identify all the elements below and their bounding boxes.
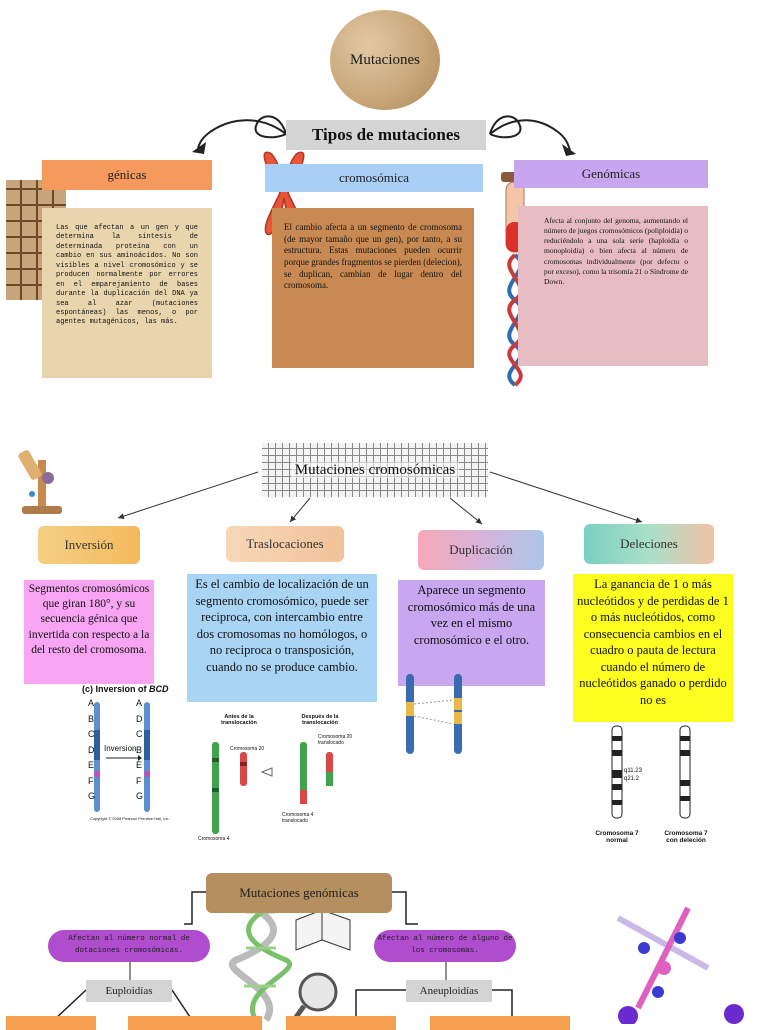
inversion-chromosomes bbox=[94, 702, 150, 812]
inversion-description: Segmentos cromosómicos que giran 180°, y… bbox=[24, 580, 154, 684]
types-banner: Tipos de mutaciones bbox=[286, 120, 486, 150]
duplicacion-tag: Duplicación bbox=[418, 530, 544, 570]
inversion-figure: (c) Inversion of BCD A B C D E F G A D C… bbox=[82, 684, 182, 824]
genomic-connectors bbox=[53, 891, 513, 1021]
cromosomica-label: cromosómica bbox=[265, 164, 483, 192]
translocation-before-label: Antes de la translocación bbox=[221, 714, 257, 726]
aneuploidy-description-pill: Afectan al número de alguno de los cromo… bbox=[374, 930, 516, 962]
genomicas-label: Genómicas bbox=[514, 160, 708, 188]
inversion-right-letters: A D C B E F G bbox=[136, 698, 144, 801]
duplication-figure bbox=[406, 674, 462, 754]
chromosomal-connectors bbox=[117, 471, 643, 525]
genicas-label: génicas bbox=[42, 160, 212, 190]
euploidias-tag: Euploidías bbox=[86, 980, 172, 1002]
deletion-normal-label: Cromosoma 7 normal bbox=[595, 830, 639, 844]
inversion-arrow-label: Inversion bbox=[104, 744, 137, 753]
cromosomica-description: El cambio afecta a un segmento de cromos… bbox=[272, 208, 474, 368]
microscope-icon bbox=[18, 450, 62, 514]
translocation-chr20-label: Cromosoma 20 bbox=[230, 746, 265, 752]
chromosomal-mutations-header: Mutaciones cromosómicas bbox=[262, 443, 488, 497]
translocation-chr4-translocated-label: Cromosoma 4 translocado bbox=[282, 812, 314, 824]
bottom-box-4 bbox=[430, 1016, 570, 1030]
deletion-band-2: q21.2 bbox=[624, 776, 640, 782]
deleciones-description: La ganancia de 1 o más nucleótidos y de … bbox=[573, 574, 733, 722]
inversion-copyright: Copyright © 2008 Pearson Prentice Hall, … bbox=[90, 816, 170, 821]
molecule-icon bbox=[616, 906, 744, 1024]
deletion-chromosomes bbox=[611, 725, 691, 819]
translocation-chr20-translocated-label: Cromosoma 20 translocado bbox=[318, 734, 353, 746]
genomicas-description: Afecta al conjunto del genoma, aumentand… bbox=[518, 206, 708, 366]
translocation-after-label: Después de la translocación bbox=[301, 714, 339, 726]
types-title: Tipos de mutaciones bbox=[312, 125, 460, 144]
traslocaciones-description: Es el cambio de localización de un segme… bbox=[187, 574, 377, 702]
bottom-box-2 bbox=[128, 1016, 262, 1030]
inversion-figure-caption: (c) Inversion of BCD bbox=[82, 684, 169, 694]
deletion-figure: q11.23 q21.2 Cromosoma 7 normal Cromosom… bbox=[590, 722, 720, 852]
bottom-box-3 bbox=[286, 1016, 396, 1030]
swirl-arrows bbox=[192, 115, 576, 156]
deletion-deleted-label: Cromosoma 7 con deleción bbox=[664, 830, 708, 844]
aneuploidias-tag: Aneuploidías bbox=[406, 980, 492, 1002]
deletion-band-1: q11.23 bbox=[624, 768, 642, 774]
inversion-left-letters: A B C D E F G bbox=[88, 698, 96, 801]
translocation-chr4-label: Cromosoma 4 bbox=[198, 836, 230, 842]
duplicacion-description: Aparece un segmento cromosómico más de u… bbox=[398, 580, 545, 686]
genomic-mutations-title: Mutaciones genómicas bbox=[239, 885, 359, 900]
book-magnifier-icon bbox=[291, 909, 351, 1022]
translocation-chromosomes bbox=[212, 742, 333, 834]
genomic-mutations-header: Mutaciones genómicas bbox=[206, 873, 392, 913]
chromosomal-mutations-title: Mutaciones cromosómicas bbox=[290, 461, 460, 479]
genicas-description: Las que afectan a un gen y que determina… bbox=[42, 208, 212, 378]
main-title: Mutaciones bbox=[350, 51, 420, 68]
bottom-box-1 bbox=[6, 1016, 96, 1030]
traslocaciones-tag: Traslocaciones bbox=[226, 526, 344, 562]
title-circle: Mutaciones bbox=[330, 10, 440, 110]
euploidy-description-pill: Afectan al número normal de dotaciones c… bbox=[48, 930, 210, 962]
translocation-figure: Antes de la translocación Después de la … bbox=[192, 712, 372, 848]
inversion-tag: Inversión bbox=[38, 526, 140, 564]
deleciones-tag: Deleciones bbox=[584, 524, 714, 564]
